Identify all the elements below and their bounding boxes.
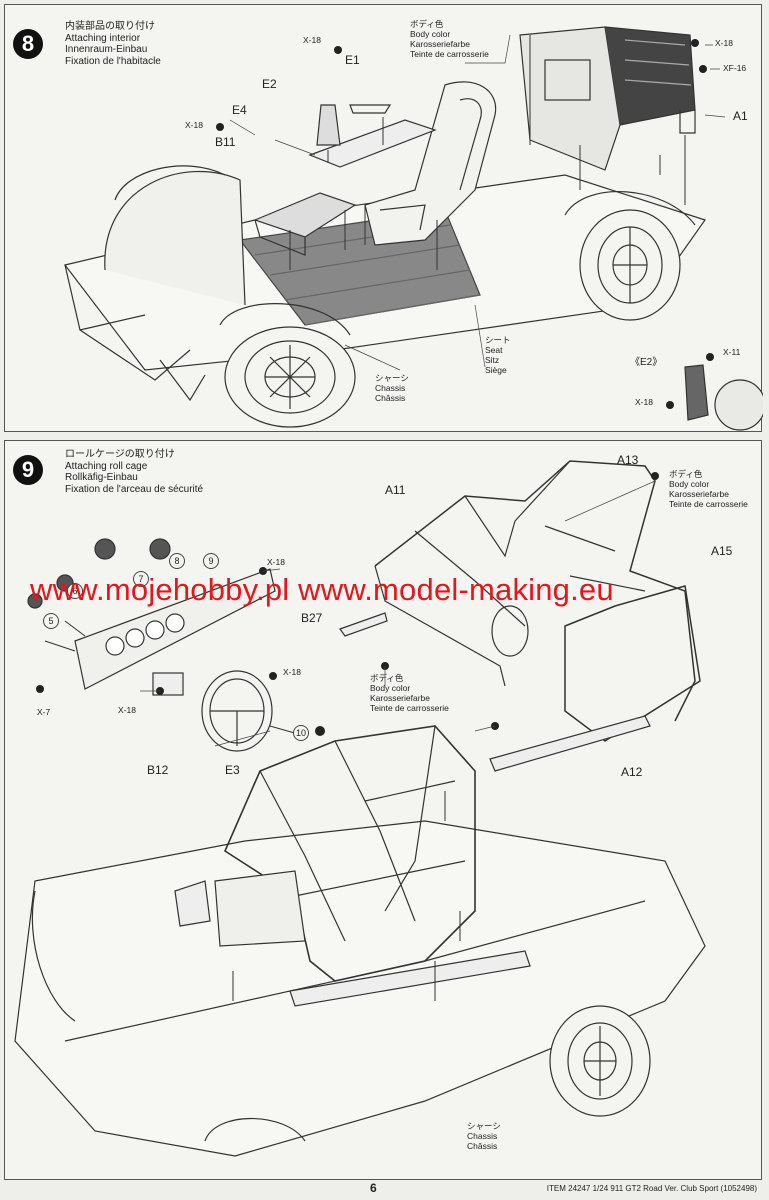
decal-8: 8	[169, 553, 185, 569]
part-x18-detail: X-18	[635, 397, 653, 407]
body-color-fr: Teinte de carrosserie	[410, 49, 489, 59]
step-title: 内装部品の取り付け Attaching interior Innenraum-E…	[65, 21, 161, 67]
step-number: 8	[13, 29, 43, 59]
part-x7: X-7	[37, 707, 51, 717]
chassis-ja: シャーシ	[375, 373, 409, 383]
part-b12: B12	[147, 763, 169, 777]
decal-7: 7	[133, 571, 149, 587]
step-9-panel: 9 ロールケージの取り付け Attaching roll cage Rollkä…	[4, 440, 762, 1180]
part-a1: A1	[733, 109, 748, 123]
body-color-note: ボディ色 Body color Karosseriefarbe Teinte d…	[410, 19, 489, 59]
part-b27: B27	[301, 611, 323, 625]
seat-ja: シート	[485, 335, 511, 345]
part-x18-b12: X-18	[283, 667, 301, 677]
body-color-ja: ボディ色	[410, 19, 444, 29]
part-x18-b12b: X-18	[118, 705, 136, 715]
body-color-fr: Teinte de carrosserie	[669, 499, 748, 509]
chassis-label: シャーシ Chassis Châssis	[467, 1121, 501, 1151]
part-x18-left: X-18	[185, 120, 203, 130]
title-en: Attaching roll cage	[65, 460, 148, 472]
step-title: ロールケージの取り付け Attaching roll cage Rollkäfi…	[65, 449, 203, 495]
step-8-illustration	[63, 26, 763, 431]
decal-10: 10	[293, 725, 309, 741]
body-color-ja: ボディ色	[370, 673, 404, 683]
chassis-label: シャーシ Chassis Châssis	[375, 373, 409, 403]
title-fr: Fixation de l'habitacle	[65, 55, 161, 67]
part-x18-top: X-18	[303, 35, 321, 45]
body-color-en: Body color	[370, 683, 411, 693]
part-x18-right: X-18	[715, 38, 733, 48]
part-xf16: XF-16	[723, 63, 747, 73]
decal-6: 6	[67, 583, 83, 599]
title-de: Rollkäfig-Einbau	[65, 472, 138, 483]
step-9-illustration	[14, 460, 706, 1157]
part-a15: A15	[711, 544, 733, 558]
body-color-note-top: ボディ色 Body color Karosseriefarbe Teinte d…	[669, 469, 748, 509]
chassis-fr: Châssis	[375, 393, 406, 403]
page-number: 6	[370, 1181, 377, 1195]
body-color-de: Karosseriefarbe	[370, 693, 431, 703]
title-en: Attaching interior	[65, 32, 141, 44]
watermark: www.mojehobby.pl www.model-making.eu	[30, 572, 614, 607]
decal-9: 9	[203, 553, 219, 569]
chassis-fr: Châssis	[467, 1141, 498, 1151]
part-x11: X-11	[723, 347, 741, 357]
title-fr: Fixation de l'arceau de sécurité	[65, 483, 204, 495]
body-color-fr: Teinte de carrosserie	[370, 703, 449, 713]
body-color-de: Karosseriefarbe	[669, 489, 730, 499]
title-ja: 内装部品の取り付け	[65, 21, 155, 32]
item-footer: ITEM 24247 1/24 911 GT2 Road Ver. Club S…	[546, 1184, 757, 1193]
step-number: 9	[13, 455, 43, 485]
part-a11: A11	[385, 483, 406, 497]
body-color-en: Body color	[410, 29, 451, 39]
part-e3: E3	[225, 763, 240, 777]
body-color-de: Karosseriefarbe	[410, 39, 471, 49]
chassis-en: Chassis	[375, 383, 406, 393]
seat-en: Seat	[485, 345, 503, 355]
part-x18-dash: X-18	[267, 557, 285, 567]
body-color-en: Body color	[669, 479, 710, 489]
seat-fr: Siège	[485, 365, 507, 375]
chassis-en: Chassis	[467, 1131, 498, 1141]
part-a13: A13	[617, 453, 639, 467]
part-e2: E2	[262, 77, 277, 91]
part-e4: E4	[232, 103, 247, 117]
chassis-ja: シャーシ	[467, 1121, 501, 1131]
decal-5: 5	[43, 613, 59, 629]
title-de: Innenraum-Einbau	[65, 44, 148, 55]
part-e1: E1	[345, 53, 360, 67]
seat-label: シート Seat Sitz Siège	[485, 335, 511, 375]
title-ja: ロールケージの取り付け	[65, 449, 175, 460]
seat-de: Sitz	[485, 355, 500, 365]
step-8-panel: 8 内装部品の取り付け Attaching interior Innenraum…	[4, 4, 763, 432]
body-color-note-mid: ボディ色 Body color Karosseriefarbe Teinte d…	[370, 673, 449, 713]
detail-e2-label: 《E2》	[630, 357, 663, 368]
body-color-ja: ボディ色	[669, 469, 703, 479]
part-a12: A12	[621, 765, 643, 779]
part-b11: B11	[215, 135, 236, 149]
